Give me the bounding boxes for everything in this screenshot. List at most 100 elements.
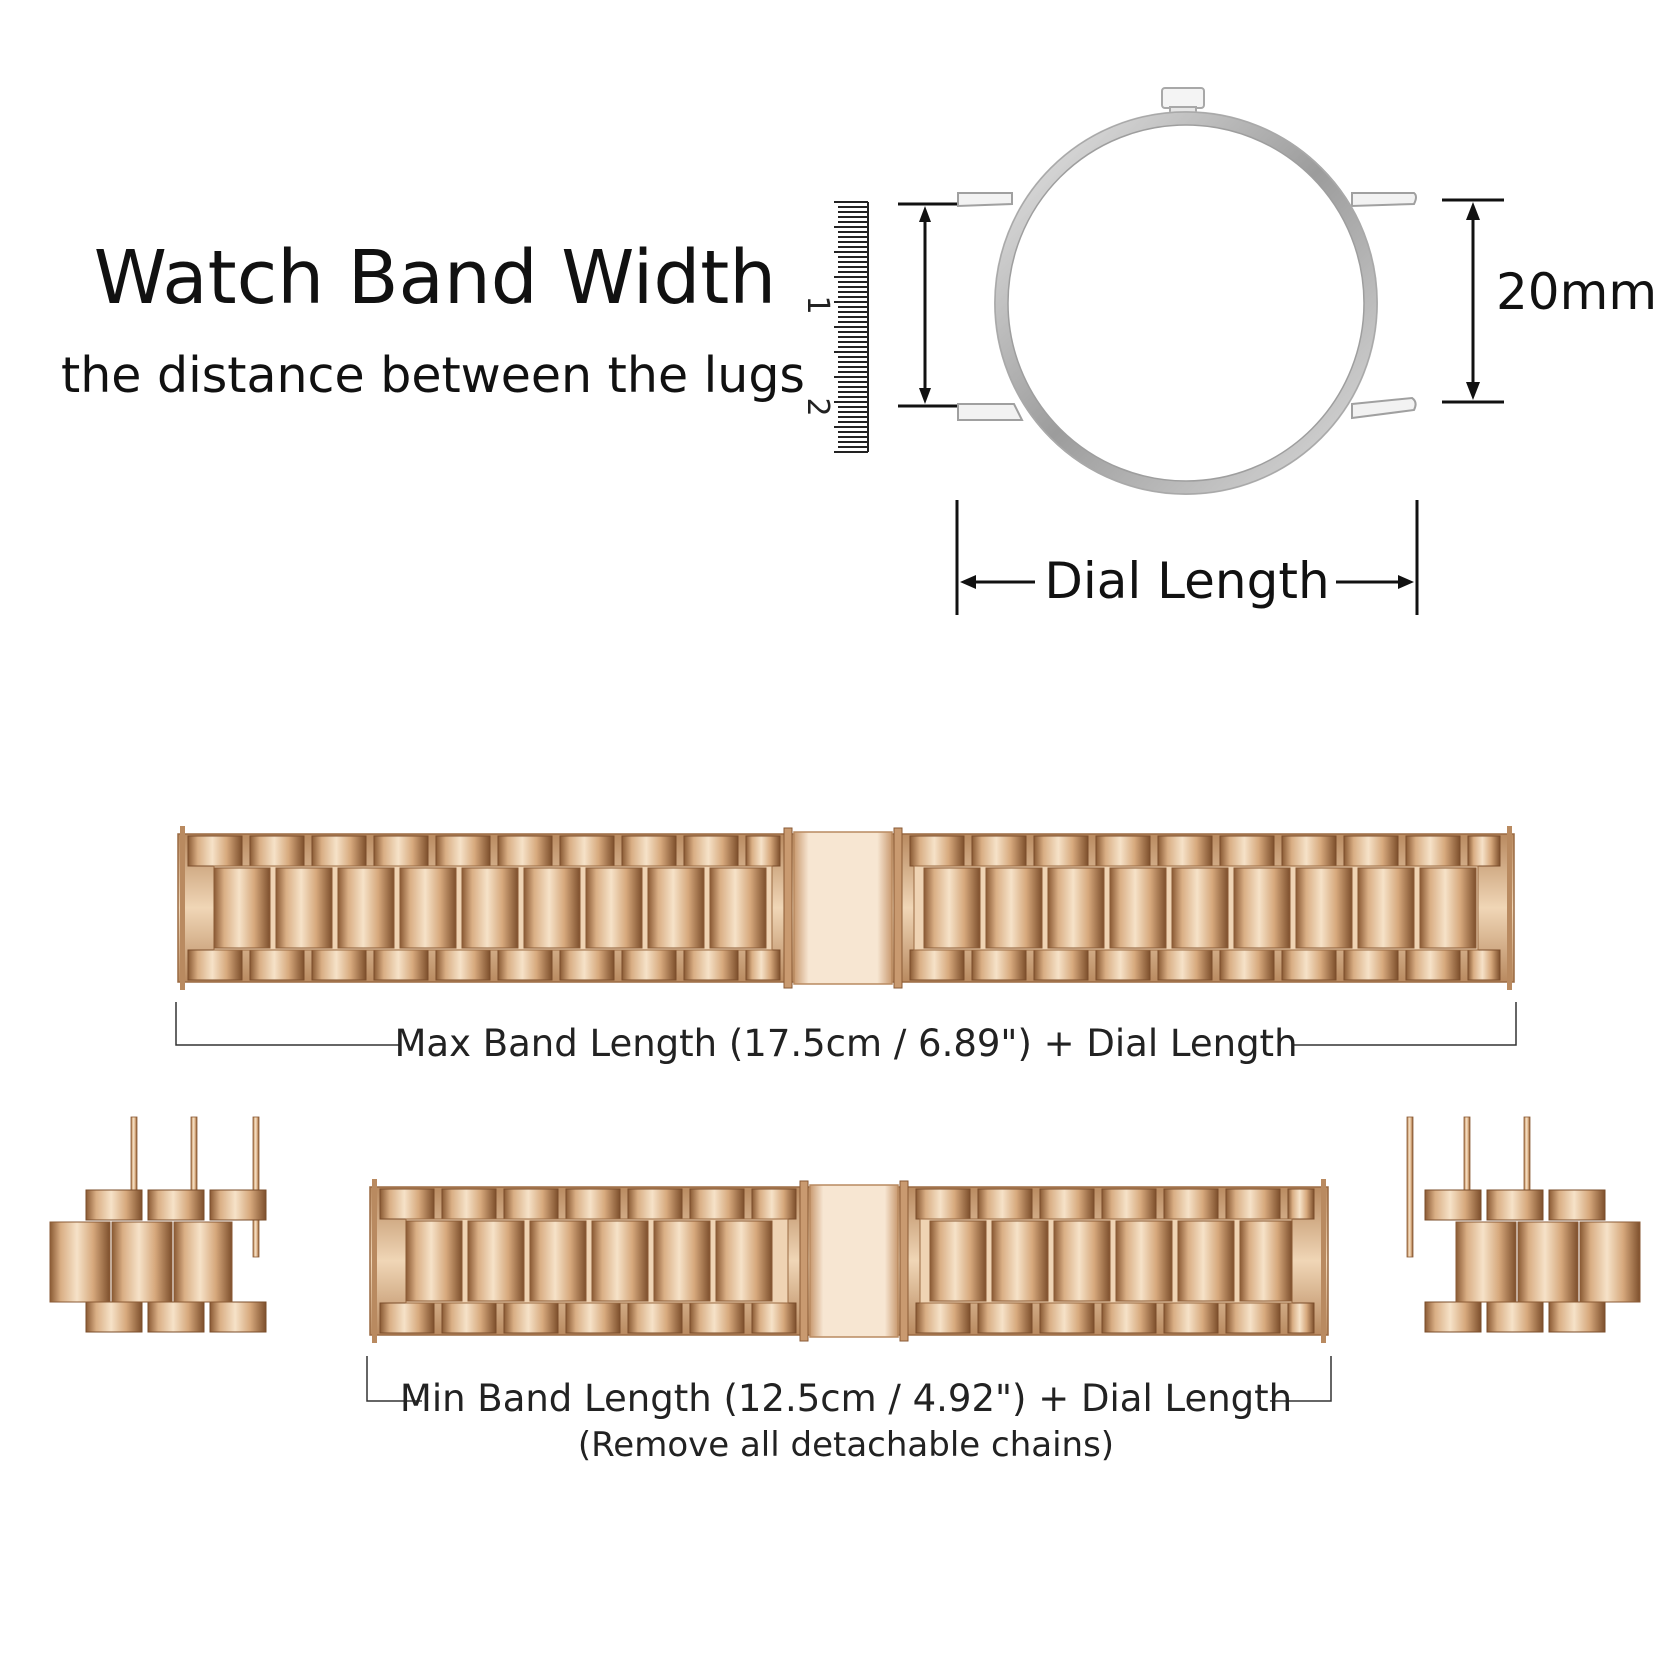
center-link [275, 867, 333, 949]
outer-link [187, 949, 243, 981]
outer-link [1225, 1302, 1281, 1334]
outer-link [751, 1302, 797, 1334]
center-link [1357, 867, 1415, 949]
measuring-ruler [834, 201, 869, 453]
diagram-subtitle: the distance between the lugs [61, 347, 805, 404]
center-link [1053, 1220, 1111, 1302]
center-link [585, 867, 643, 949]
watch-case-outline [957, 87, 1417, 495]
outer-link [1219, 949, 1275, 981]
outer-link [497, 835, 553, 867]
outer-link [311, 949, 367, 981]
center-link [647, 867, 705, 949]
center-link [461, 867, 519, 949]
clasp-hinge [899, 1180, 909, 1342]
dial-length-arrow [955, 500, 1419, 615]
outer-link [373, 835, 429, 867]
lug-bottom-right [1351, 396, 1417, 420]
outer-link [745, 835, 781, 867]
outer-link [627, 1188, 683, 1220]
outer-link [689, 1188, 745, 1220]
outer-link [971, 949, 1027, 981]
outer-link [1101, 1188, 1157, 1220]
detachable-outer-link [1548, 1301, 1606, 1333]
outer-link [1281, 835, 1337, 867]
dial-face [1007, 124, 1365, 482]
detachable-links-right [1406, 1116, 1641, 1333]
clasp-hinge [893, 827, 903, 989]
spring-bar [1507, 826, 1512, 990]
lug-top-left [957, 192, 1013, 208]
clasp-cover [793, 831, 893, 985]
crown-icon [1161, 87, 1205, 109]
max-length-bracket [175, 1002, 1517, 1046]
outer-link [249, 835, 305, 867]
link-pin [1523, 1116, 1531, 1193]
outer-link [1157, 835, 1213, 867]
spring-bar [1321, 1179, 1326, 1343]
outer-link [915, 1188, 971, 1220]
outer-link [311, 835, 367, 867]
detachable-outer-link [1548, 1189, 1606, 1221]
link-pin [1406, 1116, 1414, 1258]
detachable-outer-link [147, 1301, 205, 1333]
outer-link [621, 949, 677, 981]
outer-link [1157, 949, 1213, 981]
outer-link [503, 1188, 559, 1220]
clasp-hinge [783, 827, 793, 989]
outer-link [435, 835, 491, 867]
outer-link [1405, 835, 1461, 867]
center-link [991, 1220, 1049, 1302]
clasp-hinge [799, 1180, 809, 1342]
outer-link [249, 949, 305, 981]
detachable-outer-link [147, 1189, 205, 1221]
center-link [653, 1220, 711, 1302]
detachable-outer-link [1486, 1301, 1544, 1333]
center-link [1419, 867, 1477, 949]
center-link [1109, 867, 1167, 949]
outer-link [915, 1302, 971, 1334]
outer-link [971, 835, 1027, 867]
center-link [405, 1220, 463, 1302]
outer-link [683, 835, 739, 867]
outer-link [689, 1302, 745, 1334]
watch-case-ring [994, 111, 1378, 495]
detachable-links-left [49, 1116, 267, 1333]
outer-link [559, 949, 615, 981]
outer-link [379, 1188, 435, 1220]
lug-bottom-left [957, 403, 1024, 421]
center-link [985, 867, 1043, 949]
outer-link [977, 1188, 1033, 1220]
center-link [399, 867, 457, 949]
outer-link [187, 835, 243, 867]
outer-link [1219, 835, 1275, 867]
detachable-center-link [111, 1221, 173, 1303]
outer-link [1163, 1188, 1219, 1220]
center-link [213, 867, 271, 949]
outer-link [1033, 949, 1089, 981]
outer-link [1225, 1188, 1281, 1220]
center-link [1295, 867, 1353, 949]
detachable-outer-link [209, 1301, 267, 1333]
outer-link [435, 949, 491, 981]
center-link [529, 1220, 587, 1302]
spring-bar [372, 1179, 377, 1343]
detachable-center-link [173, 1221, 233, 1303]
detachable-outer-link [1424, 1189, 1482, 1221]
outer-link [1405, 949, 1461, 981]
center-link [709, 867, 767, 949]
center-link [467, 1220, 525, 1302]
width-dimension-arrow [1442, 198, 1504, 404]
ruler-label-2: 2 [800, 397, 835, 416]
outer-link [441, 1188, 497, 1220]
center-link [1177, 1220, 1235, 1302]
outer-link [621, 835, 677, 867]
outer-link [909, 835, 965, 867]
outer-link [751, 1188, 797, 1220]
center-link [1233, 867, 1291, 949]
center-link [523, 867, 581, 949]
center-link [929, 1220, 987, 1302]
lug-top-right [1351, 192, 1417, 208]
outer-link [503, 1302, 559, 1334]
